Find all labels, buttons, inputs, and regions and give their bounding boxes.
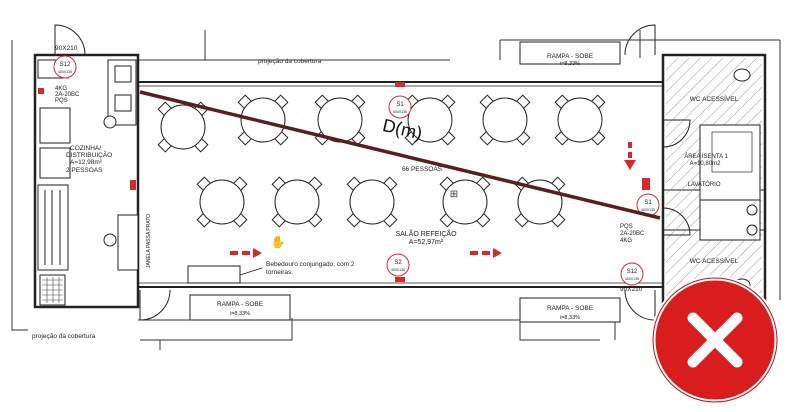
grid-icon: ⊞ bbox=[450, 189, 458, 200]
svg-text:400X135: 400X135 bbox=[625, 277, 639, 281]
svg-text:S1: S1 bbox=[644, 200, 652, 206]
svg-text:400X135: 400X135 bbox=[391, 268, 405, 272]
kitchen-area: A=12,98m² bbox=[70, 159, 103, 166]
doors bbox=[54, 24, 691, 321]
sign-s2: S2 400X135 bbox=[386, 253, 410, 277]
kitchen-extinguisher-weight: 4KG bbox=[55, 86, 67, 92]
dining-tables bbox=[157, 94, 606, 228]
kitchen-capacity: 2 PESSOAS bbox=[66, 167, 103, 174]
svg-text:400X135: 400X135 bbox=[58, 70, 72, 74]
exit-arrow-left bbox=[230, 248, 262, 258]
building-walls bbox=[33, 53, 767, 309]
kitchen-extinguisher-class: 2A-20BC bbox=[55, 92, 80, 98]
pass-through-window-label: JANELA PASSA PRATO bbox=[146, 214, 152, 268]
roof-projection-bottom: projeção da cobertura bbox=[32, 333, 96, 340]
dining-room-area: A=52,97m² bbox=[409, 239, 444, 246]
ramp-top-right: RAMPA - SOBE i=8,33% bbox=[519, 41, 621, 67]
wc-top-label: WC ACESSÍVEL bbox=[690, 94, 739, 103]
sign-s1-top: S1 400X135 bbox=[388, 95, 412, 119]
fountain-note-line-2: torneiras. bbox=[266, 269, 293, 276]
door-dimension-bottom: 90X210 bbox=[620, 286, 643, 293]
hand-icon: ✋ bbox=[271, 235, 286, 249]
svg-text:S2: S2 bbox=[394, 260, 402, 266]
lavatory-label: LAVATÓRIO bbox=[687, 181, 720, 188]
wc-bottom-label: WC ACESSÍVEL bbox=[690, 256, 739, 265]
svg-text:RAMPA - SOBE: RAMPA - SOBE bbox=[547, 53, 594, 60]
kitchen-name-2: DISTRIBUIÇÃO bbox=[66, 150, 112, 159]
svg-text:RAMPA - SOBE: RAMPA - SOBE bbox=[217, 301, 264, 308]
svg-text:S12: S12 bbox=[60, 62, 71, 68]
dining-room-name: SALÃO REFEIÇÃO bbox=[395, 229, 457, 238]
svg-text:400X135: 400X135 bbox=[393, 110, 407, 114]
dining-room-capacity: 66 PESSOAS bbox=[402, 166, 443, 173]
exit-arrow-down bbox=[624, 142, 636, 170]
svg-text:S1: S1 bbox=[396, 102, 404, 108]
x-mark-icon bbox=[650, 275, 780, 405]
sign-s12-right: S12 400X135 bbox=[620, 262, 644, 286]
svg-text:S12: S12 bbox=[627, 269, 638, 275]
svg-text:400X135: 400X135 bbox=[641, 208, 655, 212]
exit-arrow-right bbox=[470, 248, 502, 258]
right-extinguisher-weight: 4KG bbox=[620, 238, 632, 244]
emergency-markings bbox=[38, 82, 650, 282]
svg-text:i=8,33%: i=8,33% bbox=[560, 315, 580, 321]
svg-text:i=8,33%: i=8,33% bbox=[560, 61, 580, 67]
kitchen-extinguisher-type: PQS bbox=[55, 98, 68, 104]
svg-text:i=8,33%: i=8,33% bbox=[230, 311, 250, 317]
svg-text:RAMPA - SOBE: RAMPA - SOBE bbox=[547, 305, 594, 312]
exempt-area-size: A=10,80m2 bbox=[690, 161, 722, 167]
ramp-bottom-right: RAMPA - SOBE i=8,33% bbox=[519, 297, 621, 323]
accessible-wc-area: WC ACESSÍVEL ÁREA ISENTA 1 A=10,80m2 LAV… bbox=[666, 58, 762, 302]
right-extinguisher-type: PQS bbox=[620, 224, 633, 230]
door-dimension-top: 90X210 bbox=[55, 45, 78, 52]
sign-s12-top: S12 400X135 bbox=[53, 55, 77, 79]
drinking-fountain bbox=[187, 265, 241, 284]
exempt-area-label: ÁREA ISENTA 1 bbox=[684, 153, 728, 160]
right-extinguisher-class: 2A-20BC bbox=[620, 231, 645, 237]
diagonal-measurement-line bbox=[139, 90, 661, 220]
kitchen-equipment bbox=[37, 59, 139, 306]
roof-projection-top: projeção da cobertura bbox=[258, 58, 322, 65]
fountain-note-line-1: Bebedouro conjungado, com 2 bbox=[266, 261, 355, 268]
kitchen-name: COZINHA/ bbox=[70, 145, 101, 152]
ramp-bottom-left: RAMPA - SOBE i=8,33% bbox=[189, 294, 291, 321]
